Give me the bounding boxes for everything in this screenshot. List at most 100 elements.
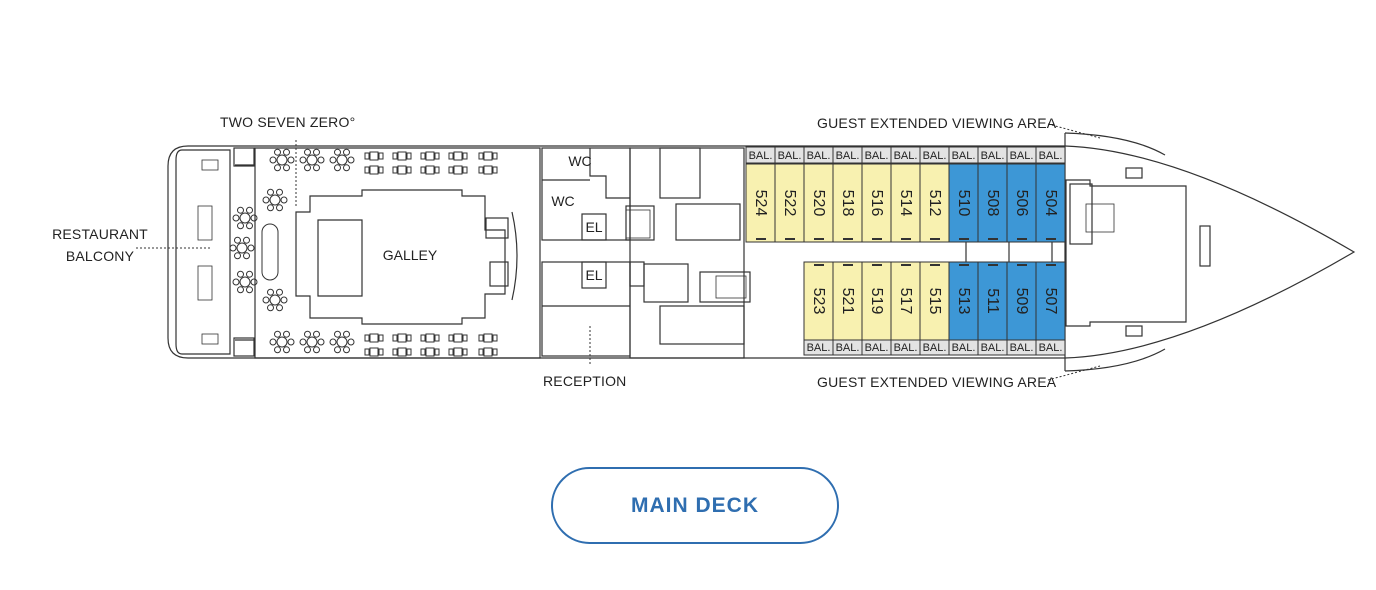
chair [364, 334, 370, 342]
cabin-door [843, 264, 853, 266]
balcony-label: BAL. [1039, 342, 1063, 354]
chair [269, 156, 277, 164]
cabin-door [785, 238, 795, 240]
chair [274, 330, 281, 338]
cabin-517[interactable] [890, 261, 921, 341]
chair [276, 188, 283, 196]
cabin-515[interactable] [919, 261, 950, 341]
cabin-door [843, 238, 853, 240]
square-table [397, 333, 407, 343]
chair [478, 166, 484, 174]
chair [434, 334, 440, 342]
cabin-507[interactable] [1035, 261, 1066, 341]
round-table [269, 294, 281, 306]
chair [334, 164, 341, 172]
chair [313, 346, 320, 354]
chair [334, 330, 341, 338]
chair [237, 286, 244, 294]
chair [246, 222, 253, 230]
chair [274, 346, 281, 354]
cabin-door [1046, 238, 1056, 240]
cabin-520[interactable] [803, 163, 834, 243]
square-table [425, 347, 435, 357]
chair [434, 166, 440, 174]
hull-outline [167, 145, 1066, 359]
cabin-number: 512 [926, 190, 943, 217]
cabin-number: 510 [955, 190, 972, 217]
cabin-524[interactable] [745, 163, 776, 243]
chair [406, 334, 412, 342]
chair [283, 346, 290, 354]
bow-outline [1064, 145, 1356, 359]
cabin-514[interactable] [890, 163, 921, 243]
cabin-door [988, 264, 998, 266]
cabin-519[interactable] [861, 261, 892, 341]
cabin-513[interactable] [948, 261, 979, 341]
chair [299, 338, 307, 346]
chair [392, 348, 398, 356]
round-table [236, 242, 248, 254]
chair [448, 334, 454, 342]
cabin-door [814, 264, 824, 266]
cabin-number: 524 [752, 190, 769, 217]
chair [287, 156, 295, 164]
cabin-510[interactable] [948, 163, 979, 243]
restaurant-wall [254, 147, 541, 359]
chair [478, 152, 484, 160]
cabin-number: 521 [839, 288, 856, 315]
round-table [306, 336, 318, 348]
main-deck-button[interactable]: MAIN DECK [551, 467, 839, 544]
chair [434, 348, 440, 356]
chair [448, 348, 454, 356]
cabin-door [756, 238, 766, 240]
chair [299, 156, 307, 164]
cabin-511[interactable] [977, 261, 1008, 341]
cabin-door [959, 264, 969, 266]
restaurant-balcony-label-line1: RESTAURANT [52, 226, 148, 242]
balcony-label: BAL. [836, 150, 860, 162]
cabin-522[interactable] [774, 163, 805, 243]
balcony-label: BAL. [952, 150, 976, 162]
square-table [453, 165, 463, 175]
square-table [369, 165, 379, 175]
chair [448, 152, 454, 160]
cabin-504[interactable] [1035, 163, 1066, 243]
balcony-label: BAL. [836, 342, 860, 354]
balcony-label: BAL. [952, 342, 976, 354]
cabin-door [959, 238, 969, 240]
chair [378, 334, 384, 342]
round-table [276, 154, 288, 166]
chair [250, 278, 258, 286]
square-table [483, 347, 493, 357]
square-table [483, 151, 493, 161]
leader-lines [136, 123, 1101, 381]
cabin-number: 514 [897, 190, 914, 217]
balcony-label: BAL. [894, 342, 918, 354]
chair [313, 164, 320, 172]
cabin-506[interactable] [1006, 163, 1037, 243]
two-seven-zero-label: TWO SEVEN ZERO° [220, 114, 356, 130]
el-label-2: EL [585, 267, 602, 283]
chair [392, 166, 398, 174]
chair [283, 148, 290, 156]
galley-outline [295, 189, 506, 325]
cabin-516[interactable] [861, 163, 892, 243]
chair [329, 156, 337, 164]
reception-label: RECEPTION [543, 373, 627, 389]
chair [317, 338, 325, 346]
chair [347, 156, 355, 164]
chair [343, 330, 350, 338]
chair [246, 206, 253, 214]
square-table [425, 165, 435, 175]
cabin-512[interactable] [919, 163, 950, 243]
cabin-509[interactable] [1006, 261, 1037, 341]
chair [269, 338, 277, 346]
balcony-label: BAL. [807, 342, 831, 354]
chair [276, 204, 283, 212]
chair [283, 330, 290, 338]
chair [234, 236, 241, 244]
chair [492, 152, 498, 160]
cabin-door [930, 238, 940, 240]
square-table [369, 333, 379, 343]
